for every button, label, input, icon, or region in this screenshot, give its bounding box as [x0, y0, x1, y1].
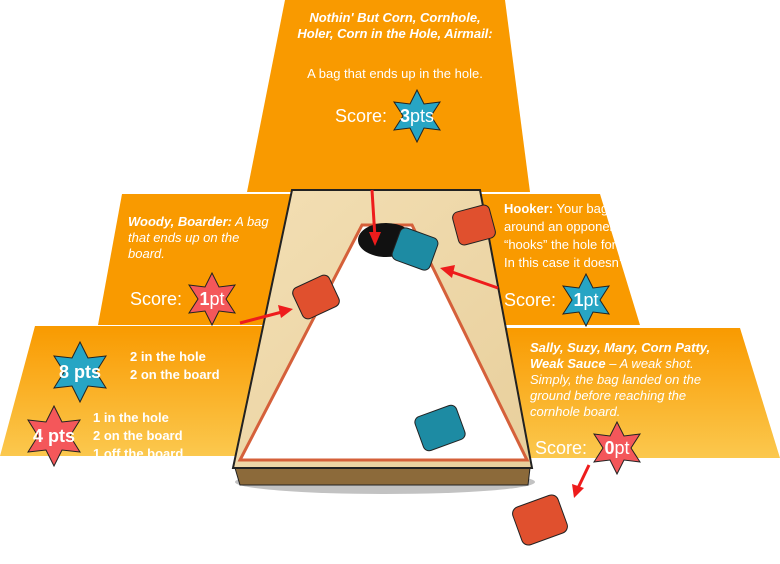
panel-bottom-right: [505, 328, 780, 458]
top-description: A bag that ends up in the hole.: [307, 66, 483, 81]
score-label: Score:: [335, 105, 388, 126]
combo-line: 2 in the hole: [130, 349, 206, 364]
combo-line: 2 on the board: [93, 428, 183, 443]
score-badge-blue: 3pts: [389, 88, 445, 144]
left-score: Score: 1pt: [130, 271, 240, 327]
right-score: Score: 1pt: [504, 272, 614, 328]
star-icon: [188, 271, 237, 327]
score-label: Score:: [130, 288, 183, 309]
left-text: Woody, Boarder: A bag that ends up on th…: [128, 214, 269, 261]
panel-top: [247, 0, 530, 192]
cornhole-board: [231, 189, 534, 486]
bags: [292, 204, 568, 546]
bottom-right-score: Score: 0pt: [535, 420, 645, 476]
right-text: Hooker: Your bag slides around an oppone…: [504, 201, 671, 270]
combo-badge-blue: 8 pts: [48, 340, 112, 404]
star-icon: [393, 88, 442, 144]
arrows: [239, 189, 591, 498]
star-icon: [27, 404, 81, 468]
top-title: Nothin' But Corn, Cornhole, Holer, Corn …: [297, 10, 493, 41]
star-icon: [593, 420, 642, 476]
combo-line: 1 off the board: [93, 446, 184, 461]
bottom-right-text: Sally, Suzy, Mary, Corn Patty, Weak Sauc…: [530, 340, 711, 419]
star-icon: [53, 340, 107, 404]
score-badge-blue: 1pt: [558, 272, 614, 328]
top-score: Score: 3pts: [335, 88, 445, 144]
score-label: Score:: [504, 289, 557, 310]
score-label: Score:: [535, 437, 588, 458]
combo-badge-red: 4 pts: [22, 404, 86, 468]
combo-line: 2 on the board: [130, 367, 220, 382]
star-icon: [562, 272, 611, 328]
panel-left: [98, 194, 300, 325]
score-badge-red: 1pt: [184, 271, 240, 327]
combo-line: 1 in the hole: [93, 410, 169, 425]
score-badge-red: 0pt: [589, 420, 645, 476]
